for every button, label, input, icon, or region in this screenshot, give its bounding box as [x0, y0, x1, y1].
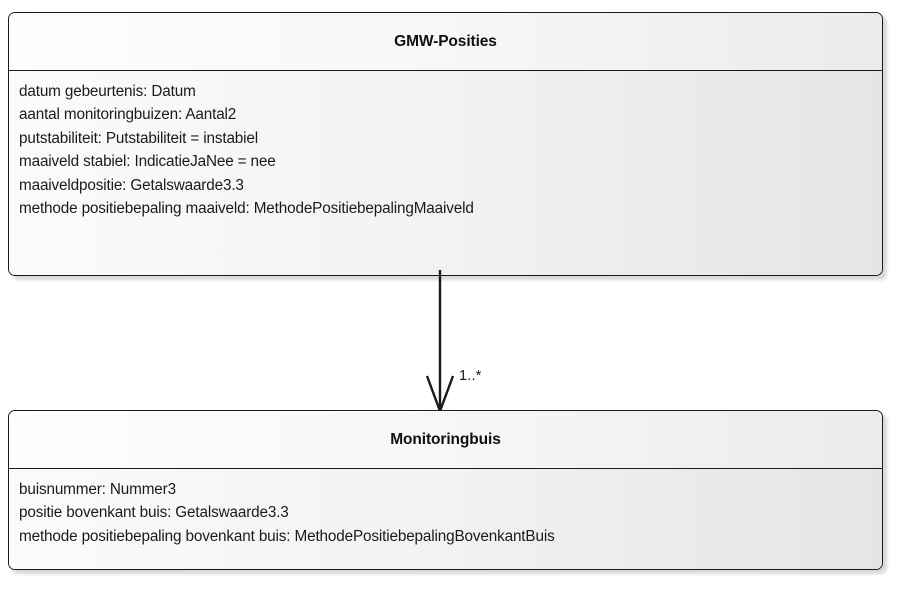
uml-attribute-row: maaiveld stabiel: IndicatieJaNee = nee	[19, 153, 276, 171]
uml-class-header-gmw-posities: GMW-Posities	[9, 13, 882, 71]
association-connector-arrow	[425, 270, 455, 416]
uml-attribute-row: putstabiliteit: Putstabiliteit = instabi…	[19, 129, 259, 147]
uml-header-band: Monitoringbuis	[9, 411, 882, 469]
uml-attribute-compartment-monitoringbuis: buisnummer: Nummer3 positie bovenkant bu…	[9, 469, 882, 569]
uml-attribute-compartment-gmw-posities: datum gebeurtenis: Datum aantal monitori…	[9, 71, 882, 275]
uml-attribute-row: maaiveldpositie: Getalswaarde3.3	[19, 176, 244, 194]
uml-attribute-row: datum gebeurtenis: Datum	[19, 83, 196, 100]
uml-attribute-row: buisnummer: Nummer3	[19, 481, 176, 498]
uml-class-header-monitoringbuis: Monitoringbuis	[9, 411, 882, 469]
uml-header-band: GMW-Posities	[9, 13, 882, 71]
uml-attribute-row: methode positiebepaling maaiveld: Method…	[19, 200, 474, 218]
uml-class-gmw-posities[interactable]: GMW-Posities datum gebeurtenis: Datum aa…	[8, 12, 883, 276]
uml-attribute-row: aantal monitoringbuizen: Aantal2	[19, 106, 237, 124]
association-multiplicity-label: 1..*	[459, 368, 482, 384]
uml-class-title-gmw-posities: GMW-Posities	[394, 32, 497, 50]
uml-class-monitoringbuis[interactable]: Monitoringbuis buisnummer: Nummer3 posit…	[8, 410, 883, 570]
uml-class-title-monitoringbuis: Monitoringbuis	[390, 430, 501, 448]
uml-attribute-row: methode positiebepaling bovenkant buis: …	[19, 527, 555, 545]
uml-attribute-row: positie bovenkant buis: Getalswaarde3.3	[19, 504, 289, 522]
